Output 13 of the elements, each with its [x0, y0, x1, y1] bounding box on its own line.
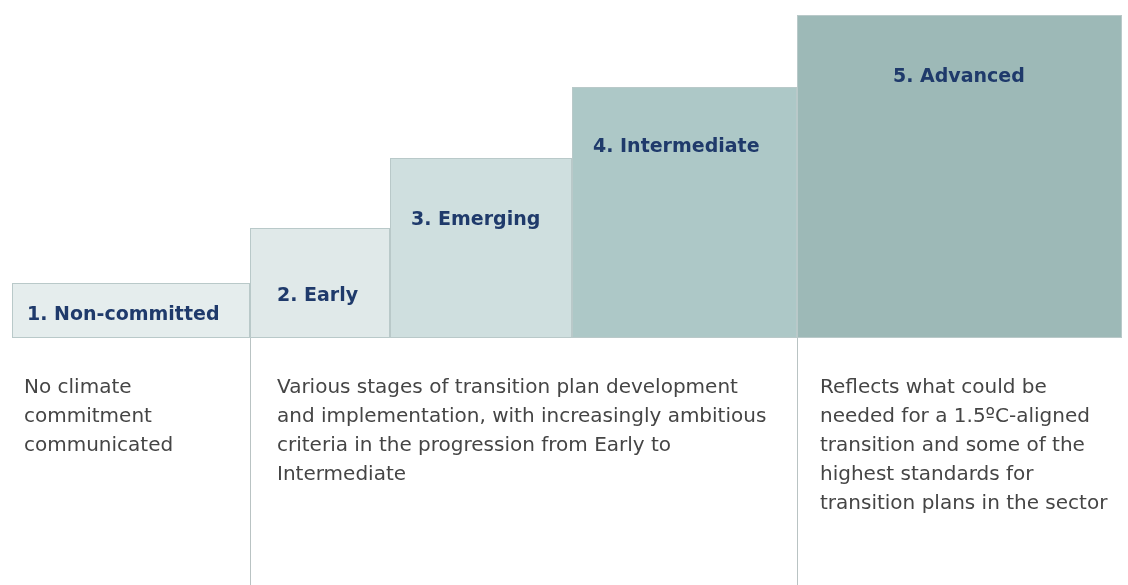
stage-step — [797, 15, 1122, 338]
stage-description: Reflects what could be needed for a 1.5ºC-aligned transition and some of the highest standards for transition plans in the sector — [820, 373, 1109, 516]
stage-step — [12, 283, 250, 338]
stage-step — [390, 158, 572, 338]
stage-description: No climate commitment communicated — [24, 373, 175, 458]
stage-description: Various stages of transition plan development and implementation, with increasingly ambitious criteria in the progression from Early to Intermediate — [277, 373, 768, 487]
stage-step — [572, 87, 797, 338]
stage-title: 3. Emerging — [411, 207, 541, 229]
stage-title: 5. Advanced — [893, 64, 1025, 86]
stage-step — [250, 228, 390, 338]
stage-title: 2. Early — [277, 283, 359, 305]
stage-title: 1. Non-committed — [27, 302, 220, 324]
stage-title: 4. Intermediate — [593, 134, 760, 156]
